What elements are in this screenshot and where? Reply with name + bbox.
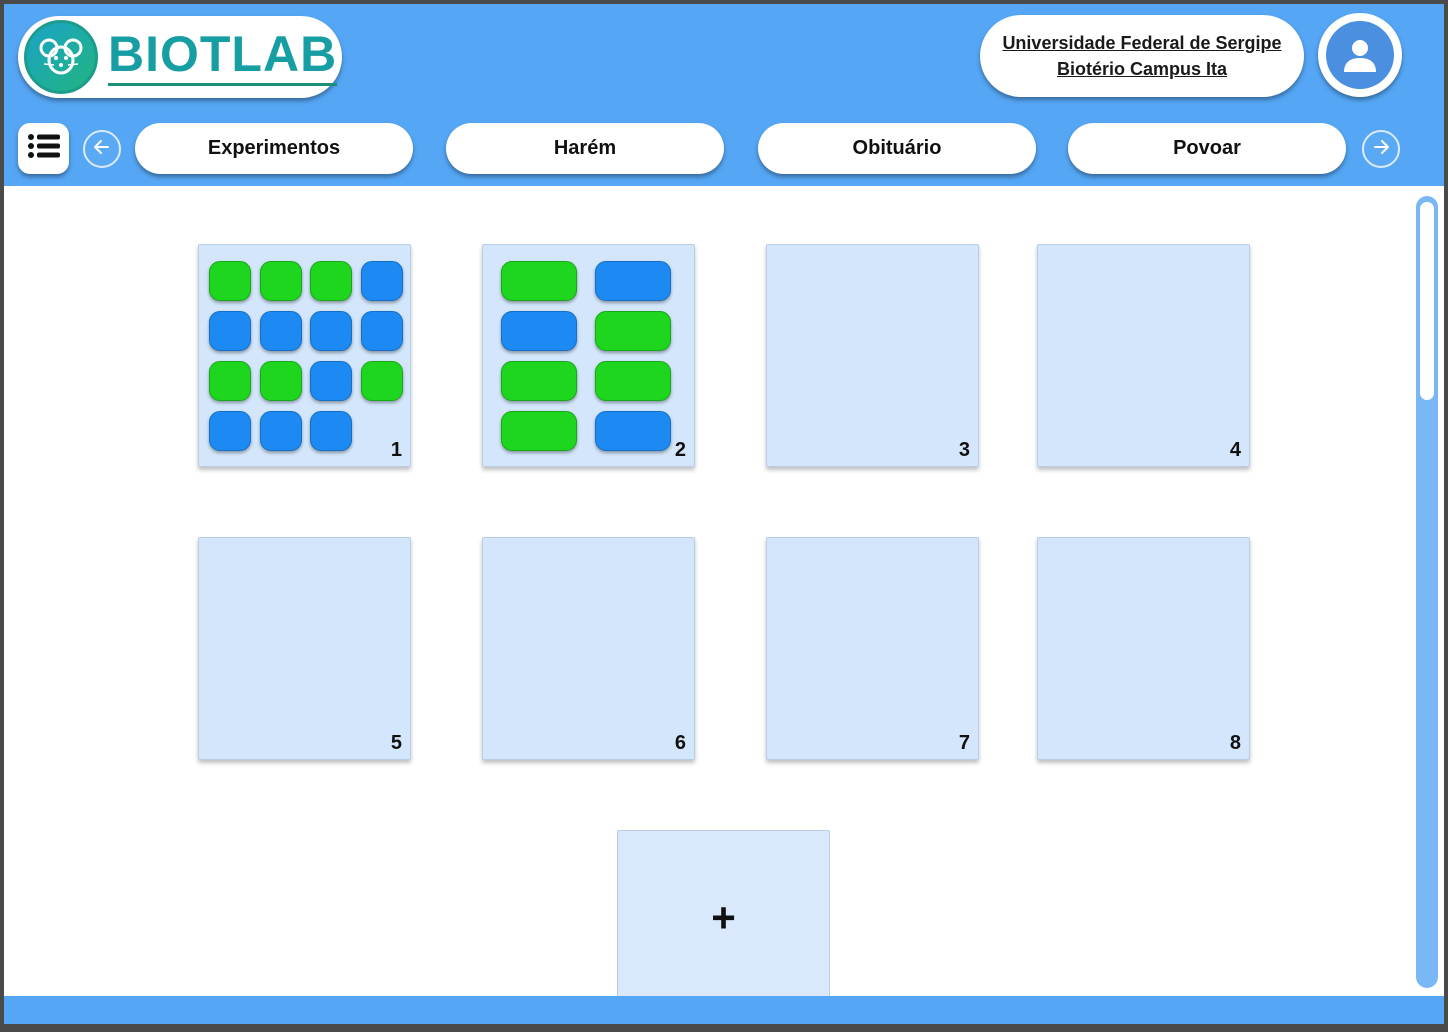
animal-slot-green[interactable]	[209, 361, 251, 401]
cage-card[interactable]: 2	[482, 244, 695, 467]
animal-slot-green[interactable]	[310, 261, 352, 301]
animal-slot-blue[interactable]	[259, 411, 302, 451]
animal-slot-blue[interactable]	[360, 311, 403, 351]
menu-button[interactable]	[18, 123, 69, 174]
animal-slot-blue[interactable]	[209, 411, 251, 451]
cage-number: 5	[390, 732, 402, 754]
animal-slot-blue[interactable]	[209, 311, 251, 351]
add-cage-button[interactable]: +	[617, 830, 830, 1005]
scrollbar[interactable]	[1416, 196, 1438, 988]
user-icon	[1326, 21, 1394, 89]
institution-campus: Biotério Campus Ita	[1056, 59, 1228, 79]
cage-card[interactable]: 4	[1037, 244, 1250, 467]
animal-slot-blue[interactable]	[310, 311, 352, 351]
cage-card[interactable]: 6	[482, 537, 695, 760]
animal-slot-green[interactable]	[501, 261, 577, 301]
cage-card[interactable]: 7	[766, 537, 979, 760]
animal-slot-green[interactable]	[360, 361, 403, 401]
animal-slot-blue[interactable]	[595, 411, 671, 451]
cage-number: 7	[958, 732, 970, 754]
institution-badge[interactable]: Universidade Federal de Sergipe Biotério…	[980, 15, 1304, 97]
tab-harem[interactable]: Harém	[446, 123, 724, 174]
cage-number: 4	[1229, 439, 1241, 461]
animal-slot-blue[interactable]	[595, 261, 671, 301]
logo[interactable]: BIOTLAB	[18, 16, 342, 98]
cage-number: 6	[674, 732, 686, 754]
cage-number: 2	[674, 439, 686, 461]
cage-number: 1	[390, 439, 402, 461]
cage-number: 8	[1229, 732, 1241, 754]
animal-slot-blue[interactable]	[310, 361, 352, 401]
user-avatar-button[interactable]	[1318, 13, 1402, 97]
animal-slot-green[interactable]	[595, 361, 671, 401]
cage-card[interactable]: 8	[1037, 537, 1250, 760]
animal-slot-blue[interactable]	[259, 311, 302, 351]
tab-experimentos[interactable]: Experimentos	[135, 123, 413, 174]
animal-slot-green[interactable]	[501, 361, 577, 401]
tab-obituario[interactable]: Obituário	[758, 123, 1036, 174]
animal-slot-blue[interactable]	[501, 311, 577, 351]
cage-card[interactable]: 5	[198, 537, 411, 760]
app-title: BIOTLAB	[108, 29, 338, 86]
cage-grid: 1 2 3 4 5 6 7 8 +	[4, 186, 1444, 1005]
cage-card[interactable]: 1	[198, 244, 411, 467]
header: BIOTLAB Universidade Federal de Sergipe …	[4, 4, 1444, 186]
institution-name: Universidade Federal de Sergipe	[1002, 33, 1282, 53]
animal-slot-blue[interactable]	[360, 261, 403, 301]
arrow-left-icon	[92, 137, 112, 162]
cage-card[interactable]: 3	[766, 244, 979, 467]
animal-slot-green[interactable]	[209, 261, 251, 301]
footer	[4, 996, 1444, 1024]
next-button[interactable]	[1362, 130, 1400, 168]
mouse-icon	[24, 20, 98, 94]
prev-button[interactable]	[83, 130, 121, 168]
animal-slot-green[interactable]	[259, 261, 302, 301]
tab-povoar[interactable]: Povoar	[1068, 123, 1346, 174]
animal-slot-green[interactable]	[595, 311, 671, 351]
animal-slot-blue[interactable]	[310, 411, 352, 451]
scrollbar-thumb[interactable]	[1420, 202, 1434, 400]
app-window: BIOTLAB Universidade Federal de Sergipe …	[4, 4, 1444, 1024]
cage-number: 3	[958, 439, 970, 461]
animal-slot-green[interactable]	[501, 411, 577, 451]
arrow-right-icon	[1371, 137, 1391, 162]
list-icon	[27, 134, 60, 163]
animal-slot-green[interactable]	[259, 361, 302, 401]
